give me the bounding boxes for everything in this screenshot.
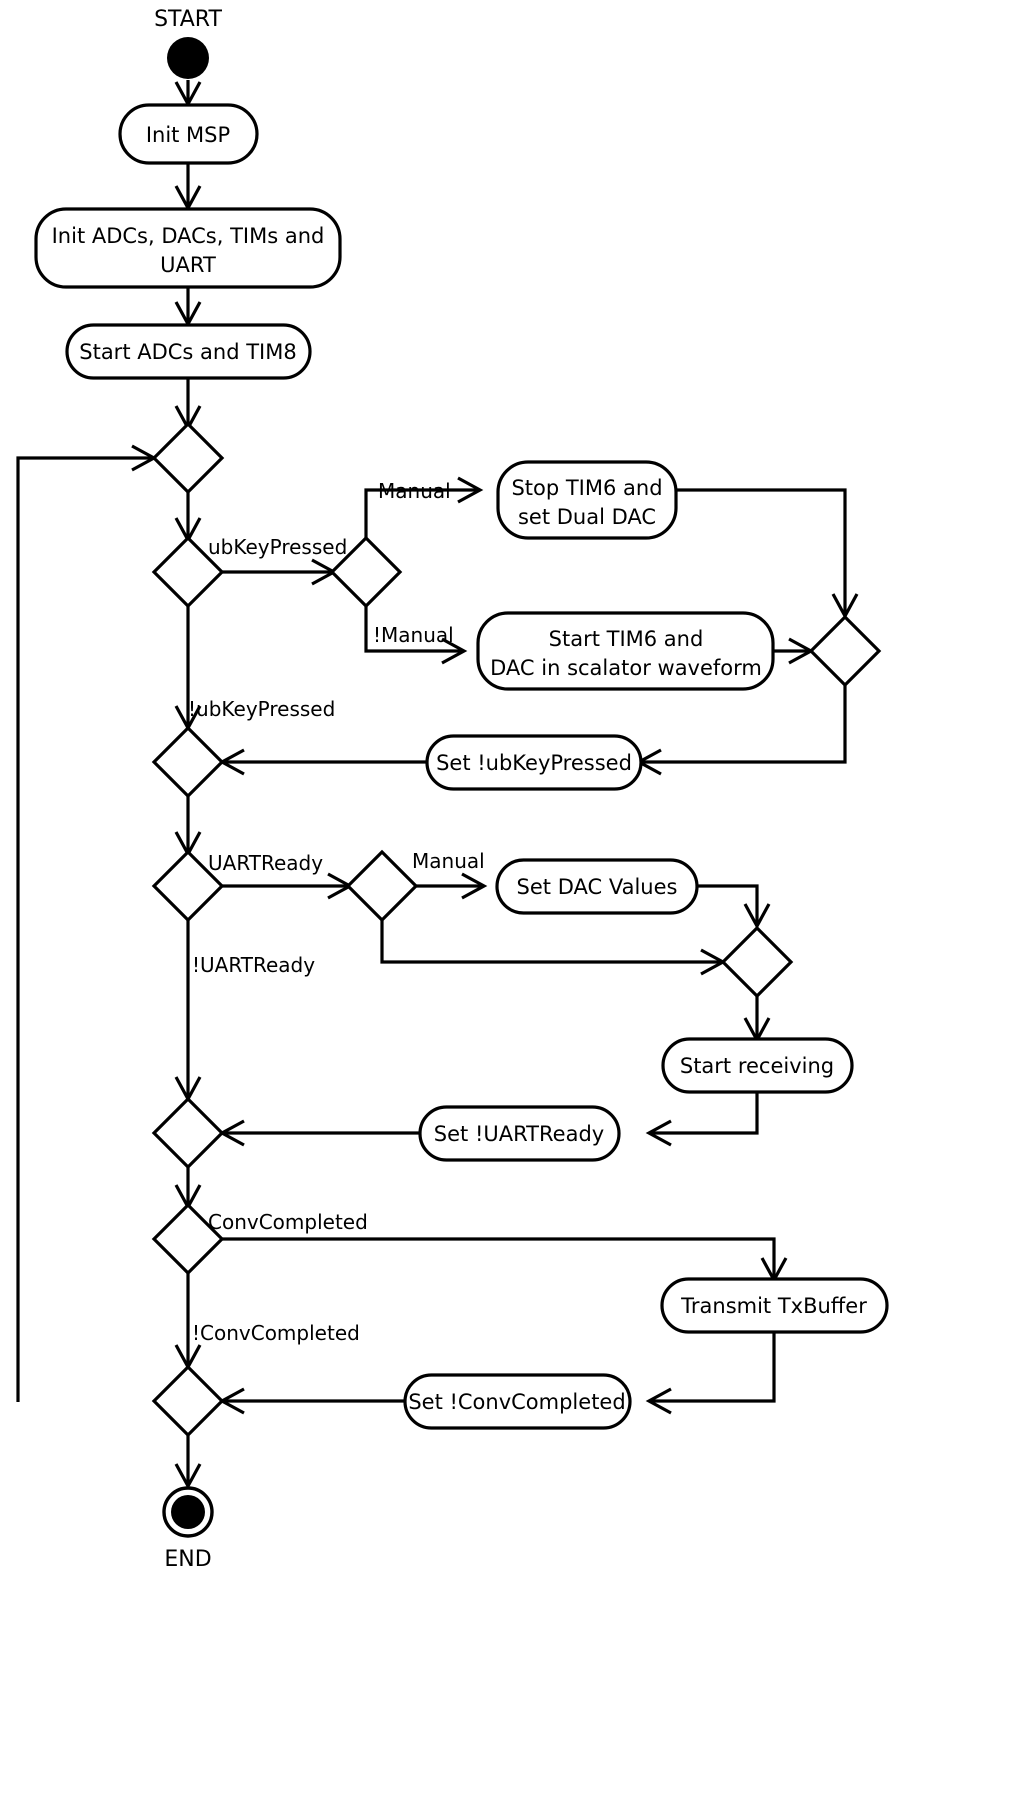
- decision-node-convcompleted[interactable]: [151, 1202, 225, 1276]
- edge-setnotconv-to-mergeafterconv: [218, 1387, 405, 1415]
- guard-label-manual-1: Manual: [378, 479, 451, 503]
- activity-set-not-ubkeypressed[interactable]: Set !ubKeyPressed: [425, 734, 643, 791]
- edge-mergeafterubkey-to-uartready: [174, 796, 202, 858]
- end-label: END: [164, 1547, 211, 1572]
- guard-label-uartready: UARTReady: [208, 851, 323, 875]
- guard-label-convcompleted: ConvCompleted: [208, 1210, 368, 1234]
- activity-set-dac-values-label: Set DAC Values: [517, 875, 678, 899]
- guard-label-ubkeypressed: ubKeyPressed: [208, 535, 347, 559]
- edge-convcompleted-true-to-transmit: [222, 1237, 788, 1284]
- edge-starttim6-to-mergedac: [773, 637, 815, 665]
- guard-label-manual-2: Manual: [412, 849, 485, 873]
- edge-mergeafterconv-to-end: [174, 1435, 202, 1490]
- activity-start-adcs-tim8[interactable]: Start ADCs and TIM8: [65, 323, 312, 380]
- edge-setnotuartready-to-mergeafteruart: [218, 1119, 420, 1147]
- activity-set-not-uartready-label: Set !UARTReady: [434, 1122, 604, 1146]
- activity-set-not-convcompleted-label: Set !ConvCompleted: [408, 1390, 625, 1414]
- edge-manual1-false-to-starttim6: [364, 606, 468, 665]
- edge-loopback-rail: [16, 444, 158, 1402]
- edge-startreceiving-to-setnotuartready: [645, 1092, 759, 1147]
- edge-manual2-true-to-setdac: [416, 872, 488, 900]
- activity-start-receiving-label: Start receiving: [680, 1054, 834, 1078]
- activity-start-receiving[interactable]: Start receiving: [661, 1037, 854, 1094]
- decision-node-ubkeypressed[interactable]: [151, 535, 225, 609]
- activity-init-peripherals[interactable]: Init ADCs, DACs, TIMs and UART: [34, 207, 342, 289]
- merge-node-after-ubkeypressed[interactable]: [151, 725, 225, 799]
- edge-setdac-to-mergedacvalues: [697, 884, 771, 930]
- activity-stop-tim6-label-line1: Stop TIM6 and: [511, 476, 662, 500]
- edge-mergedac-to-setnotubkey: [635, 685, 847, 776]
- activity-start-tim6-scalator[interactable]: Start TIM6 and DAC in scalator waveform: [476, 611, 775, 691]
- merge-node-dac-values[interactable]: [720, 925, 794, 999]
- activity-stop-tim6-set-dual-dac[interactable]: Stop TIM6 and set Dual DAC: [496, 460, 678, 540]
- guard-label-not-manual-1: !Manual: [373, 623, 454, 647]
- merge-node-loop-top[interactable]: [151, 421, 225, 495]
- activity-set-dac-values[interactable]: Set DAC Values: [495, 858, 699, 915]
- edge-manual1-true-to-stoptim6: [364, 476, 484, 538]
- activity-start-tim6-label-line1: Start TIM6 and: [549, 627, 704, 651]
- activity-start-adcs-tim8-label: Start ADCs and TIM8: [79, 340, 296, 364]
- edge-uartready-true-to-manual2: [222, 872, 354, 900]
- guard-label-not-convcompleted: !ConvCompleted: [192, 1321, 360, 1345]
- activity-set-not-convcompleted[interactable]: Set !ConvCompleted: [403, 1373, 632, 1430]
- edge-initperiph-to-startadcs: [174, 287, 202, 328]
- guard-label-not-uartready: !UARTReady: [192, 953, 315, 977]
- start-label: START: [154, 7, 222, 32]
- end-node: [162, 1486, 214, 1538]
- activity-set-not-uartready[interactable]: Set !UARTReady: [418, 1105, 621, 1162]
- edge-mergetop-to-decision-ubkey: [174, 490, 202, 544]
- start-node: [167, 37, 209, 79]
- decision-node-uartready[interactable]: [151, 849, 225, 923]
- edge-convcompleted-false-to-mergeafterconv: [174, 1273, 202, 1371]
- activity-transmit-txbuffer-label: Transmit TxBuffer: [680, 1294, 867, 1318]
- activity-stop-tim6-label-line2: set Dual DAC: [518, 505, 656, 529]
- edge-stoptim6-to-mergedac: [676, 488, 859, 620]
- activity-transmit-txbuffer[interactable]: Transmit TxBuffer: [660, 1277, 889, 1334]
- edge-uartready-false-to-mergeafteruart: [174, 920, 202, 1103]
- edge-setnotubkey-to-mergeafter: [218, 748, 427, 776]
- edge-transmit-to-setnotconv: [645, 1332, 776, 1415]
- edge-ubkey-true-to-manual1: [222, 558, 338, 586]
- decision-node-manual-1[interactable]: [329, 535, 403, 609]
- edge-mergeafteruart-to-convcompleted: [174, 1167, 202, 1211]
- decision-node-manual-2[interactable]: [345, 849, 419, 923]
- edge-mergedacvalues-to-startreceiving: [743, 996, 771, 1044]
- merge-node-after-uartready[interactable]: [151, 1096, 225, 1170]
- edge-startadcs-to-mergetop: [174, 378, 202, 432]
- merge-node-after-convcompleted[interactable]: [151, 1364, 225, 1438]
- activity-set-not-ubkeypressed-label: Set !ubKeyPressed: [436, 751, 632, 775]
- edge-manual2-false-to-mergedacvalues: [380, 920, 727, 976]
- activity-init-msp-label: Init MSP: [146, 123, 230, 147]
- guard-label-not-ubkeypressed: !ubKeyPressed: [188, 697, 335, 721]
- activity-init-peripherals-label-line1: Init ADCs, DACs, TIMs and: [52, 224, 325, 248]
- edge-start-to-init-msp: [174, 80, 202, 108]
- activity-init-peripherals-label-line2: UART: [160, 253, 216, 277]
- merge-node-dac-branch[interactable]: [808, 614, 882, 688]
- activity-start-tim6-label-line2: DAC in scalator waveform: [490, 656, 762, 680]
- edge-initmsp-to-initperiph: [174, 163, 202, 212]
- activity-init-msp[interactable]: Init MSP: [118, 103, 259, 165]
